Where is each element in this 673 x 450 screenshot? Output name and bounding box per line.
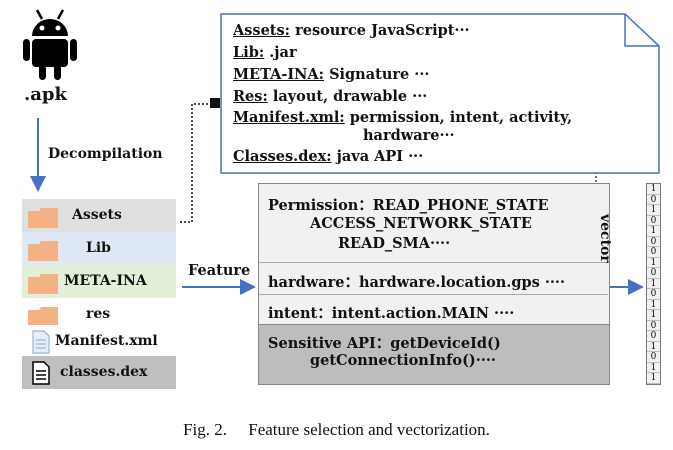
- vector-label: vector: [597, 214, 613, 263]
- feature-permission-2: ACCESS_NETWORK_STATE: [310, 215, 532, 232]
- dex-file-icon: [32, 361, 50, 385]
- folder-icon: [28, 307, 58, 327]
- decompilation-label: Decompilation: [48, 146, 163, 162]
- note-line-manifest: Manifest.xml: permission, intent, activi…: [233, 109, 573, 126]
- vector-bit: 1: [647, 279, 660, 290]
- sensitive-api-section: [258, 324, 610, 385]
- note-fold: [624, 14, 659, 47]
- note-line-classes: Classes.dex: java API ···: [233, 148, 424, 165]
- vector-bit: 0: [647, 321, 660, 332]
- file-row-lib[interactable]: Lib: [22, 232, 176, 265]
- vector-bit: 1: [647, 310, 660, 321]
- feature-permission: Permission：READ_PHONE_STATE: [268, 197, 549, 214]
- vector-bit: 0: [647, 331, 660, 342]
- file-name: classes.dex: [60, 364, 148, 380]
- separator: [259, 262, 608, 263]
- separator: [259, 294, 608, 295]
- vector-bit: 1: [647, 342, 660, 353]
- apk-label: .apk: [24, 84, 67, 105]
- vector-bit: 1: [647, 363, 660, 374]
- note-shape: [220, 13, 660, 174]
- vector-bit: 1: [647, 373, 660, 384]
- note-line-assets: Assets: resource JavaScript···: [233, 22, 470, 39]
- feature-sensitive-api-2: getConnectionInfo()····: [310, 352, 496, 369]
- note-line-res: Res: layout, drawable ···: [233, 88, 428, 105]
- assets-note-connector: [180, 103, 216, 223]
- file-row-classes-dex[interactable]: classes.dex: [22, 356, 176, 389]
- file-row-assets[interactable]: Assets: [22, 199, 176, 232]
- figure-caption: Fig. 2. Feature selection and vectorizat…: [183, 420, 490, 439]
- vector-bit: 0: [647, 289, 660, 300]
- vector-bit: 0: [647, 237, 660, 248]
- document-icon: [32, 330, 50, 354]
- file-name: Manifest.xml: [55, 333, 158, 349]
- vector-bit: 0: [647, 195, 660, 206]
- vector-bit: 1: [647, 226, 660, 237]
- vector-bit: 0: [647, 247, 660, 258]
- file-row-manifest[interactable]: Manifest.xml: [22, 325, 176, 358]
- feature-arrow-label: Feature: [188, 262, 251, 279]
- file-name: META-INA: [64, 273, 147, 289]
- file-name: Lib: [86, 240, 111, 256]
- note-line-manifest-cont: hardware···: [363, 127, 455, 144]
- note-line-meta-ina: META-INA: Signature ···: [233, 66, 430, 83]
- file-name: res: [86, 306, 111, 322]
- folder-icon: [28, 274, 58, 294]
- feature-permission-3: READ_SMA····: [338, 235, 451, 252]
- vector-bit: 1: [647, 205, 660, 216]
- vector-bit: 1: [647, 184, 660, 195]
- android-icon: [23, 9, 77, 80]
- vector-bit: 0: [647, 268, 660, 279]
- feature-hardware: hardware：hardware.location.gps ····: [268, 274, 566, 291]
- file-row-meta-ina[interactable]: META-INA: [22, 265, 176, 298]
- vector-bit: 0: [647, 216, 660, 227]
- note-line-lib: Lib: .jar: [233, 44, 297, 61]
- vector-bit: 1: [647, 258, 660, 269]
- folder-icon: [28, 241, 58, 261]
- connector-square: [210, 98, 220, 108]
- feature-intent: intent：intent.action.MAIN ····: [268, 305, 515, 322]
- vector-bit: 0: [647, 352, 660, 363]
- folder-icon: [28, 208, 58, 228]
- vector-bit: 1: [647, 300, 660, 311]
- feature-sensitive-api: Sensitive API：getDeviceId(): [268, 335, 501, 352]
- file-name: Assets: [72, 207, 122, 223]
